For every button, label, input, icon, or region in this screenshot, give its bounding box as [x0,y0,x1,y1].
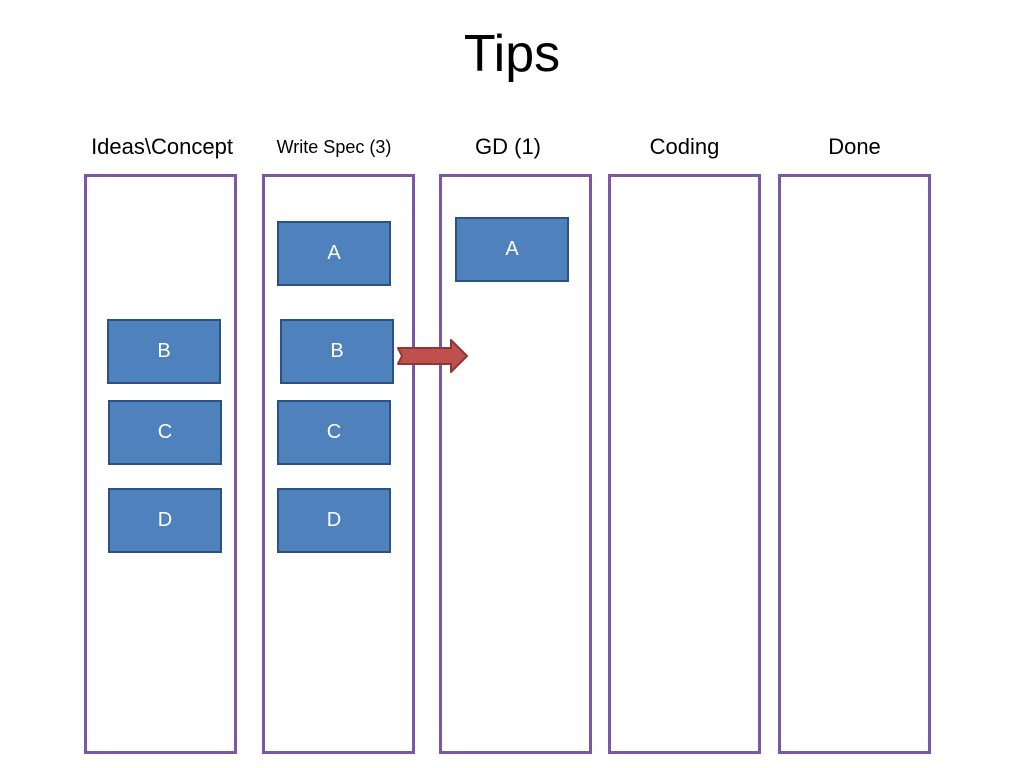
column-header-coding: Coding [649,134,720,159]
column-header-ideas-concept: Ideas\Concept [91,134,233,159]
page-title: Tips [463,25,561,83]
card-ideas-c[interactable]: C [108,400,222,465]
column-header-gd: GD (1) [475,134,541,159]
card-spec-a[interactable]: A [277,221,391,286]
column-header-done: Done [828,134,881,159]
card-spec-c[interactable]: C [277,400,391,465]
card-ideas-d[interactable]: D [108,488,222,553]
card-ideas-b[interactable]: B [107,319,221,384]
column-header-write-spec: Write Spec (3) [276,137,392,157]
column-coding [608,174,761,754]
card-spec-d[interactable]: D [277,488,391,553]
card-spec-b[interactable]: B [280,319,394,384]
card-gd-a[interactable]: A [455,217,569,282]
column-done [778,174,931,754]
right-arrow-icon [397,339,468,373]
